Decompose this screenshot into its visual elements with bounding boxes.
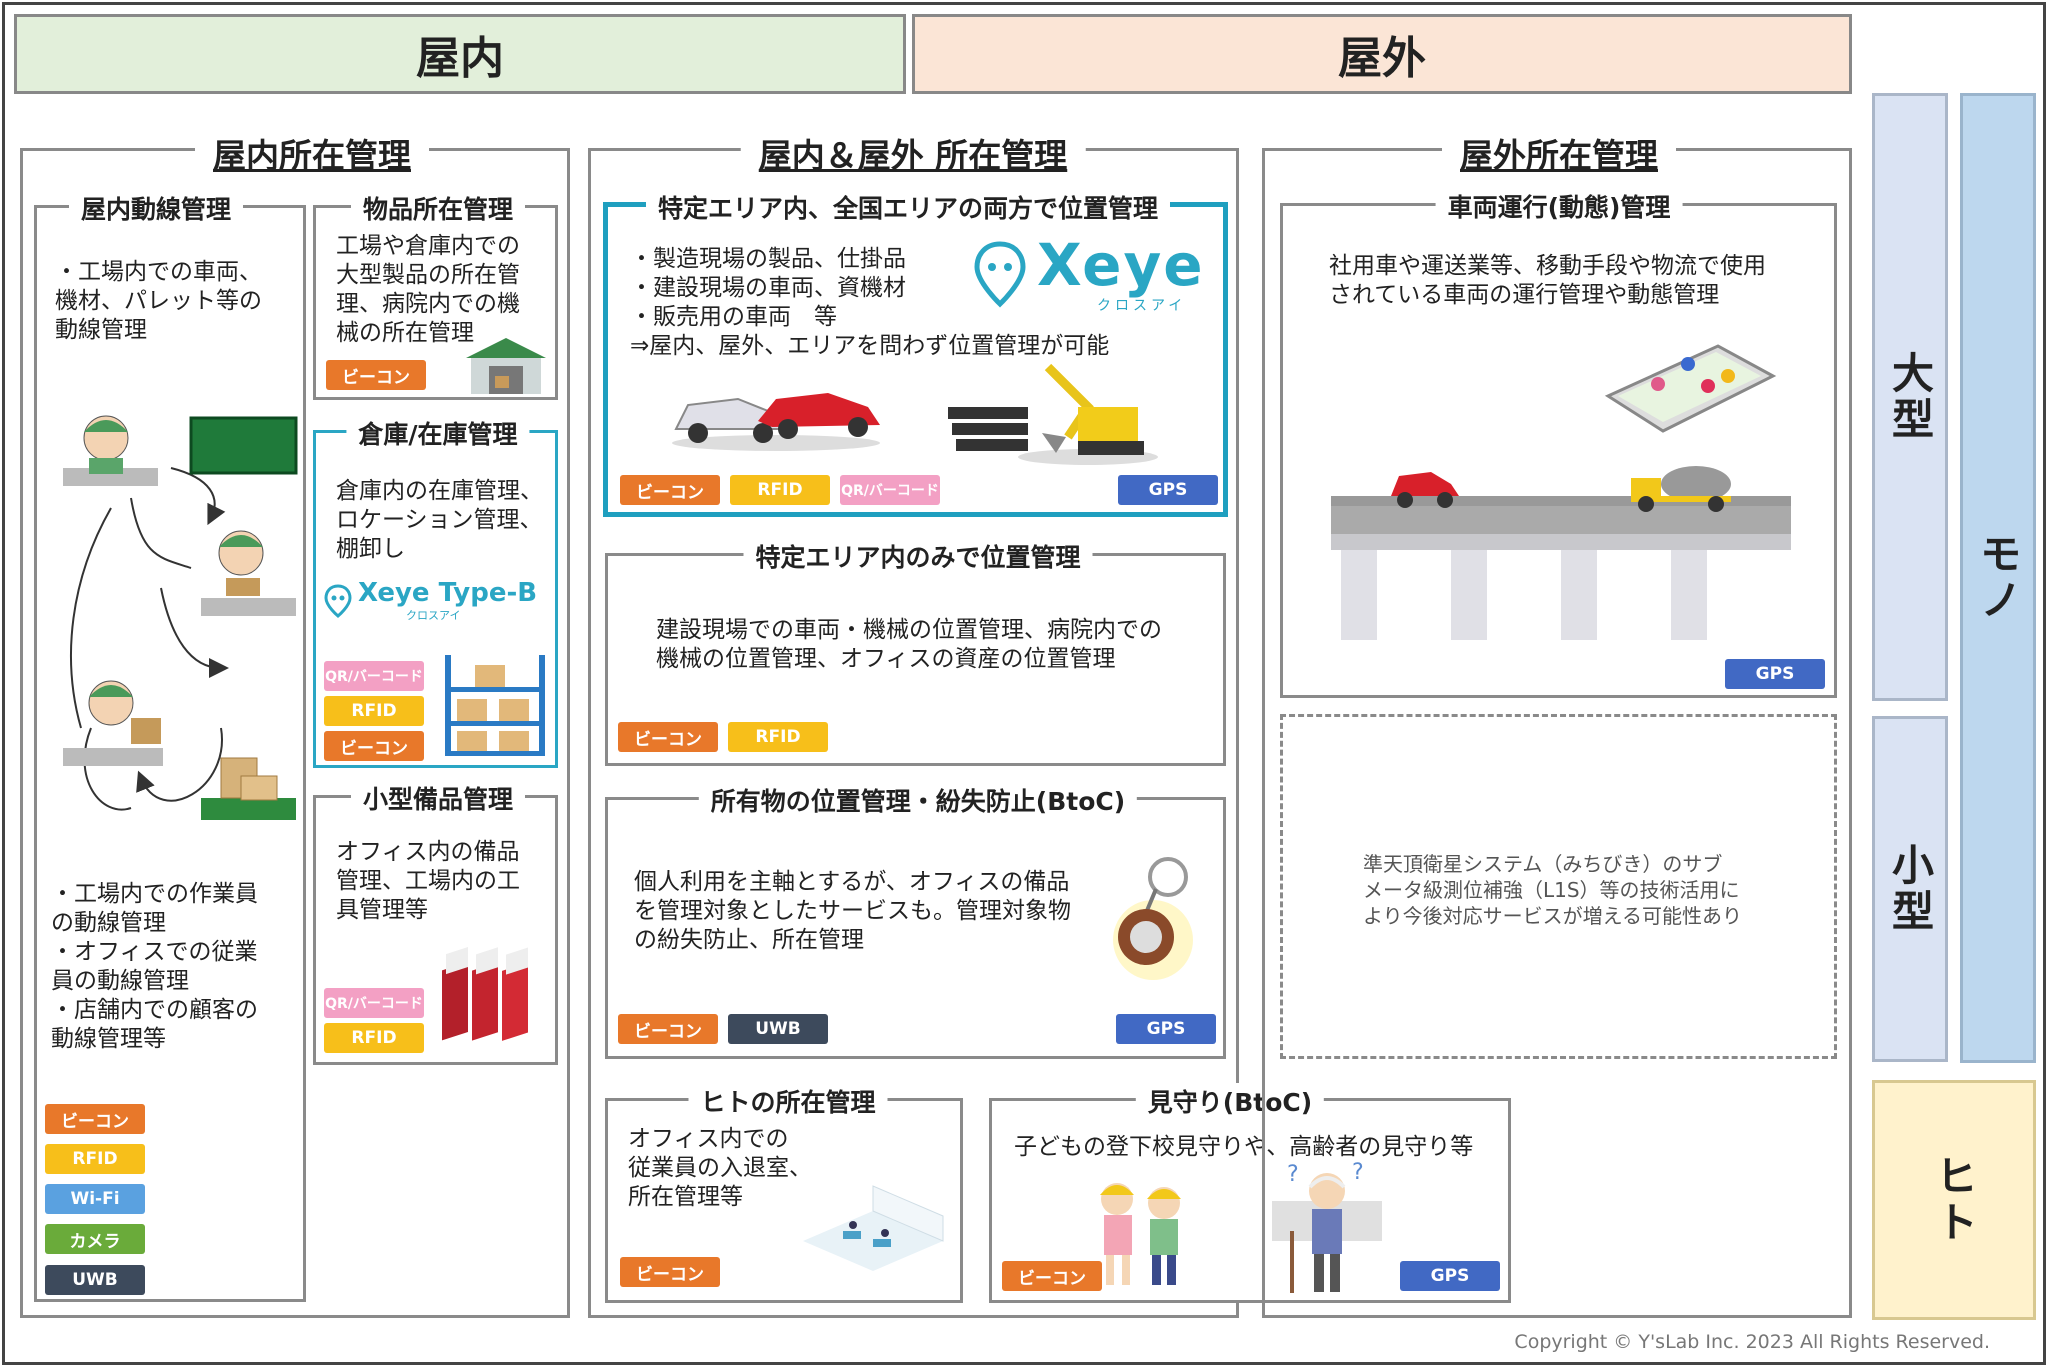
box-title-watch: 見守り(BtoC)	[1135, 1083, 1325, 1119]
box-future-note: 準天頂衛星システム（みちびき）のサブ メータ級測位補強（L1S）等の技術活用に …	[1280, 714, 1837, 1059]
binder-file-icon	[442, 946, 528, 1041]
label-large: 大型	[1872, 93, 1948, 701]
box-vehicle: 車両運行(動態)管理 社用車や運送業等、移動手段や物流で使用 されている車両の運…	[1280, 188, 1837, 698]
tag-qr: QR/バーコード	[840, 475, 940, 505]
worker-icon	[63, 680, 163, 766]
box-title-indoor-flow: 屋内動線管理	[68, 190, 244, 226]
xeye-text: Xeye	[1037, 231, 1205, 299]
label-person: ヒト	[1872, 1080, 2036, 1320]
elderly-illustration: ? ?	[1272, 1161, 1382, 1293]
cars-illustration	[672, 393, 880, 451]
tag-gps: GPS	[1400, 1261, 1500, 1291]
header-indoor: 屋内	[14, 14, 906, 94]
xeye-typeb-text: Xeye Type-B	[358, 578, 538, 608]
tag-qr: QR/バーコード	[324, 661, 424, 691]
tag-rfid: RFID	[324, 1023, 424, 1053]
area-only-text: 建設現場での車両・機械の位置管理、病院内での 機械の位置管理、オフィスの資産の位…	[656, 617, 1162, 672]
btoc-items-text: 個人利用を主軸とするが、オフィスの備品 を管理対象としたサービスも。管理対象物 …	[634, 869, 1071, 953]
tag-rfid: RFID	[324, 696, 424, 726]
box-indoor-flow: 屋内動線管理 ・工場内での車両、 機材、パレット等の 動線管理	[34, 190, 306, 1302]
pallet-icon	[189, 416, 298, 475]
tag-beacon: ビーコン	[326, 360, 426, 390]
tag-beacon: ビーコン	[45, 1104, 145, 1134]
panel-indoor-location: 屋内所在管理	[20, 129, 570, 1318]
xeye-typeb-sub: クロスアイ	[406, 609, 461, 622]
panel-title-indoor: 屋内所在管理	[195, 129, 429, 177]
xeye-logo: Xeye クロスアイ	[973, 235, 1205, 315]
tag-uwb: UWB	[728, 1014, 828, 1044]
tag-wifi: Wi-Fi	[45, 1184, 145, 1214]
svg-text:?: ?	[1287, 1162, 1299, 1187]
tag-beacon: ビーコン	[620, 475, 720, 505]
indoor-flow-text-top: ・工場内での車両、 機材、パレット等の 動線管理	[55, 259, 262, 343]
tag-gps: GPS	[1118, 475, 1218, 505]
shelf-icon	[445, 655, 545, 756]
tag-beacon: ビーコン	[324, 731, 424, 761]
warehouse-text: 倉庫内の在庫管理、 ロケーション管理、 棚卸し	[336, 478, 543, 562]
panel-both-location: 屋内＆屋外 所在管理	[588, 129, 1239, 1318]
box-area-only: 特定エリア内のみで位置管理 建設現場での車両・機械の位置管理、病院内での 機械の…	[605, 538, 1226, 766]
copyright: Copyright © Y'sLab Inc. 2023 All Rights …	[1514, 1331, 1990, 1353]
tag-gps: GPS	[1725, 659, 1825, 689]
warehouse-icon	[466, 338, 546, 394]
box-btoc-items: 所有物の位置管理・紛失防止(BtoC) 個人利用を主軸とするが、オフィスの備品 …	[605, 782, 1226, 1059]
smartphone-map-icon	[1604, 344, 1777, 433]
boxes-icon	[201, 757, 296, 820]
worker-icon	[63, 415, 158, 486]
label-small: 小型	[1872, 716, 1948, 1062]
xeye-pin-icon	[974, 241, 1026, 308]
box-watch: 見守り(BtoC) 子どもの登下校見守りや、高齢者の見守り等 ? ? ビーコン …	[989, 1083, 1511, 1303]
box-title-people: ヒトの所在管理	[688, 1083, 888, 1119]
box-title-warehouse: 倉庫/在庫管理	[346, 415, 530, 451]
tag-qr: QR/バーコード	[324, 988, 424, 1018]
header-outdoor: 屋外	[912, 14, 1852, 94]
tag-beacon: ビーコン	[620, 1257, 720, 1287]
panel-title-outdoor: 屋外所在管理	[1442, 129, 1676, 177]
tag-uwb: UWB	[45, 1265, 145, 1295]
box-title-item-location: 物品所在管理	[350, 190, 526, 226]
vehicle-text: 社用車や運送業等、移動手段や物流で使用 されている車両の運行管理や動態管理	[1329, 253, 1766, 308]
tag-gps: GPS	[1116, 1014, 1216, 1044]
area-both-text: ・製造現場の製品、仕掛品 ・建設現場の車両、資機材 ・販売用の車両 等 ⇒屋内、…	[630, 246, 1110, 359]
small-equipment-text: オフィス内の備品 管理、工場内の工 具管理等	[336, 839, 520, 923]
panel-outdoor-location: 屋外所在管理	[1262, 129, 1852, 1318]
box-warehouse: 倉庫/在庫管理 倉庫内の在庫管理、 ロケーション管理、 棚卸し Xeye Typ…	[313, 415, 558, 768]
svg-text:?: ?	[1352, 1161, 1364, 1185]
highway-bridge-illustration	[1331, 466, 1791, 640]
xeye-typeb-logo: Xeye Type-B クロスアイ	[324, 579, 537, 623]
tag-camera: カメラ	[45, 1224, 145, 1254]
xeye-pin-icon	[324, 584, 352, 618]
people-text: オフィス内での 従業員の入退室、 所在管理等	[628, 1126, 812, 1210]
worker-flow-illustration	[63, 415, 298, 820]
indoor-flow-text-bottom: ・工場内での作業員 の動線管理 ・オフィスでの従業 員の動線管理 ・店舗内での顧…	[51, 881, 258, 1052]
box-title-btoc-items: 所有物の位置管理・紛失防止(BtoC)	[698, 782, 1138, 818]
office-illustration	[803, 1185, 944, 1271]
box-small-equipment: 小型備品管理 オフィス内の備品 管理、工場内の工 具管理等 QR/バーコード R…	[313, 780, 558, 1065]
label-thing: モノ	[1960, 93, 2036, 1063]
panel-title-both: 屋内＆屋外 所在管理	[740, 129, 1086, 177]
box-item-location: 物品所在管理 工場や倉庫内での 大型製品の所在管 理、病院内での機 械の所在管理…	[313, 190, 558, 400]
future-note-text: 準天頂衛星システム（みちびき）のサブ メータ級測位補強（L1S）等の技術活用に …	[1363, 852, 1742, 928]
tag-rfid: RFID	[730, 475, 830, 505]
excavator-illustration	[948, 363, 1158, 465]
children-illustration	[1100, 1183, 1181, 1285]
item-location-text: 工場や倉庫内での 大型製品の所在管 理、病院内での機 械の所在管理	[336, 233, 520, 346]
worker-icon	[201, 530, 296, 616]
tag-beacon: ビーコン	[618, 722, 718, 752]
box-people: ヒトの所在管理 オフィス内での 従業員の入退室、 所在管理等 ビーコン	[605, 1083, 963, 1303]
box-title-area-only: 特定エリア内のみで位置管理	[743, 538, 1093, 574]
tag-rfid: RFID	[45, 1144, 145, 1174]
box-title-small-equipment: 小型備品管理	[350, 780, 526, 816]
box-title-vehicle: 車両運行(動態)管理	[1435, 188, 1683, 224]
watch-text: 子どもの登下校見守りや、高齢者の見守り等	[1014, 1134, 1474, 1160]
box-area-both: 特定エリア内、全国エリアの両方で位置管理 ・製造現場の製品、仕掛品 ・建設現場の…	[603, 189, 1228, 517]
tag-rfid: RFID	[728, 722, 828, 752]
tag-beacon: ビーコン	[1002, 1261, 1102, 1291]
xeye-sub: クロスアイ	[1097, 298, 1187, 314]
tag-beacon: ビーコン	[618, 1014, 718, 1044]
box-title-area-both: 特定エリア内、全国エリアの両方で位置管理	[645, 189, 1171, 225]
airtag-keyring-icon	[1113, 857, 1193, 980]
